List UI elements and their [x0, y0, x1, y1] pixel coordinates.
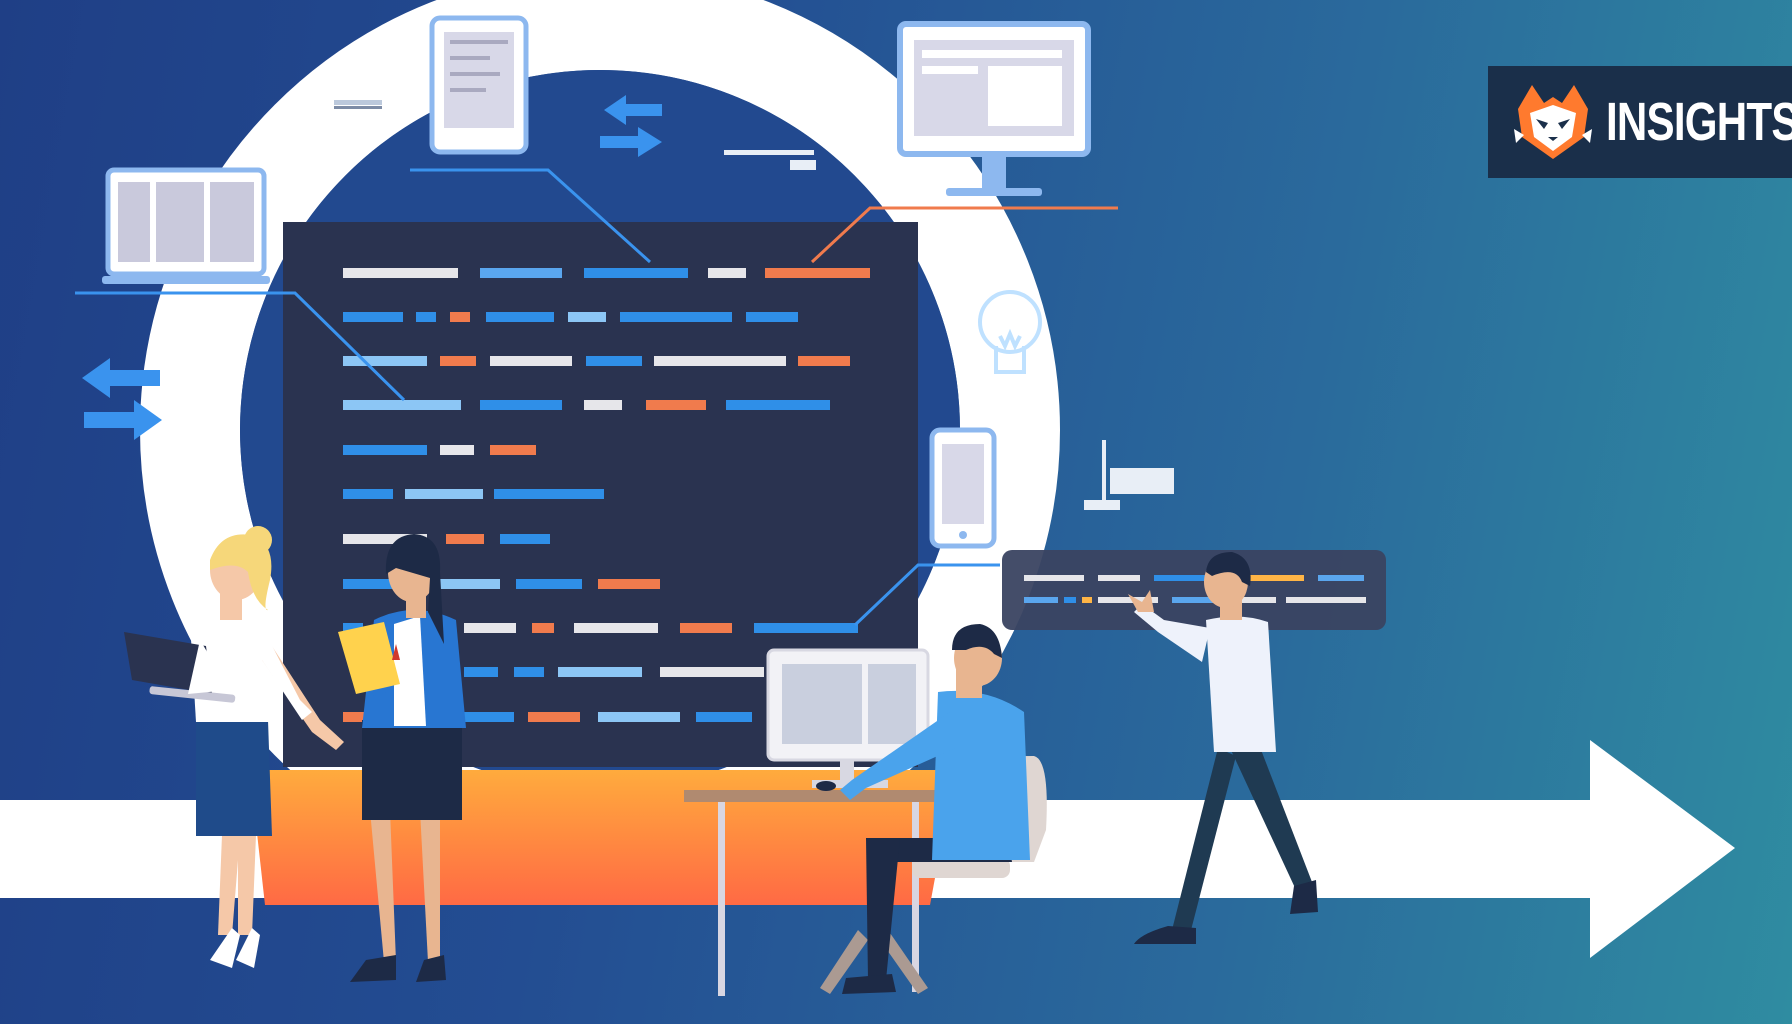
insights-label: INSIGHTS: [1606, 92, 1792, 152]
tablet-device-icon: [429, 15, 529, 155]
code-lines: [343, 268, 870, 722]
swap-arrows-icon: [82, 358, 162, 440]
floating-code-card: [1002, 550, 1386, 630]
walking-man-figure: [1128, 552, 1318, 944]
fox-mascot-icon: [1514, 85, 1592, 159]
lightbulb-icon: [978, 290, 1042, 374]
connector-lines: [75, 168, 1118, 627]
insights-badge[interactable]: INSIGHTS: [1488, 66, 1792, 178]
smartphone-device-icon: [929, 427, 997, 549]
seated-man-figure: [820, 624, 1047, 994]
desktop-monitor-icon: [897, 21, 1091, 196]
woman-with-clipboard-figure: [338, 534, 466, 982]
ui-placeholder-marks: [334, 100, 1174, 510]
swap-arrows-small-icon: [600, 95, 662, 157]
woman-with-laptop-figure: [124, 526, 344, 968]
laptop-device-icon: [102, 167, 270, 284]
